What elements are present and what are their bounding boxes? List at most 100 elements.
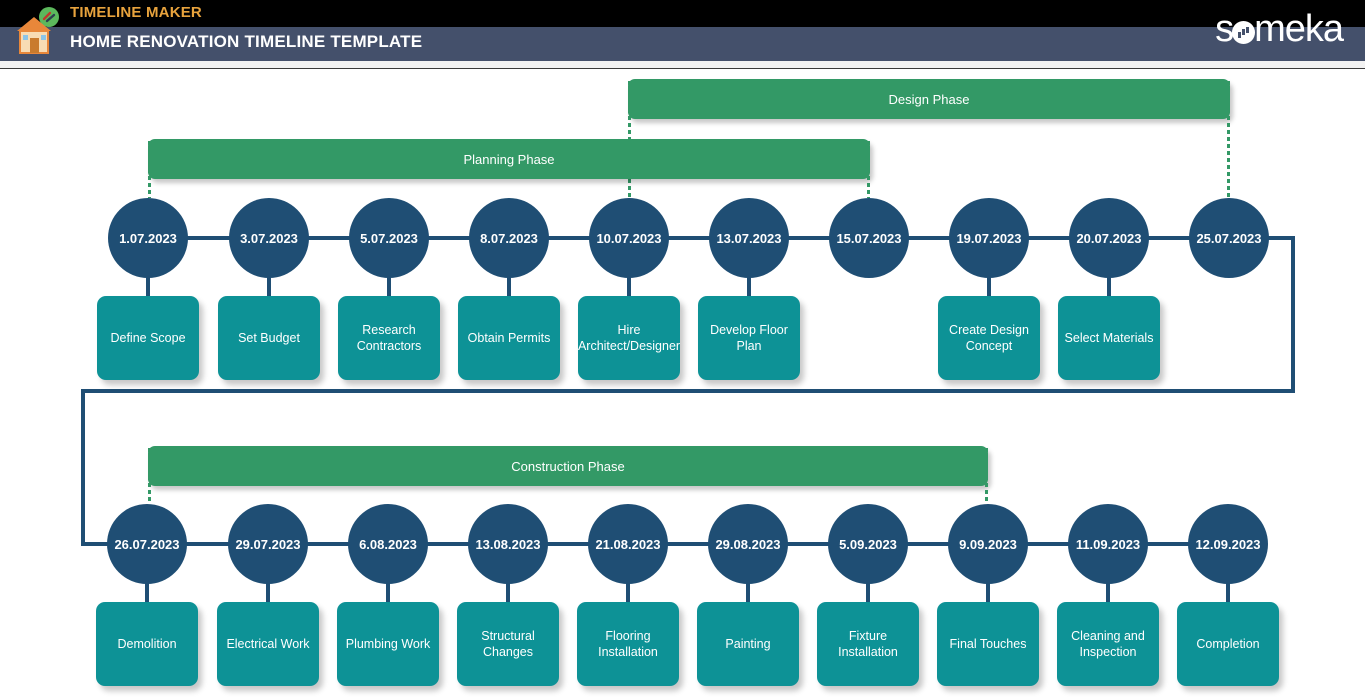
node-task-connector [145,578,149,606]
milestone-node[interactable]: 29.07.2023 [228,504,308,584]
page-title: HOME RENOVATION TIMELINE TEMPLATE [70,32,423,51]
node-task-connector [267,272,271,300]
milestone-node[interactable]: 21.08.2023 [588,504,668,584]
milestone-node[interactable]: 19.07.2023 [949,198,1029,278]
task-box[interactable]: Create Design Concept [938,296,1040,380]
phase-bar-planning[interactable]: Planning Phase [148,139,870,179]
task-label: Cleaning and Inspection [1071,629,1145,659]
task-label: Painting [725,637,771,651]
milestone-node[interactable]: 15.07.2023 [829,198,909,278]
task-box[interactable]: Structural Changes [457,602,559,686]
phase-bar-label: Planning Phase [463,151,555,167]
milestone-date: 29.07.2023 [235,536,301,552]
milestone-node[interactable]: 20.07.2023 [1069,198,1149,278]
title-bar [0,27,1365,61]
milestone-node[interactable]: 13.08.2023 [468,504,548,584]
milestone-node[interactable]: 12.09.2023 [1188,504,1268,584]
milestone-date: 21.08.2023 [595,536,661,552]
someka-logo-dot-icon [1232,21,1256,44]
milestone-date: 3.07.2023 [240,230,298,246]
milestone-date: 20.07.2023 [1076,230,1142,246]
node-task-connector [507,272,511,300]
brand-line: TIMELINE MAKER [70,4,202,21]
task-box[interactable]: Plumbing Work [337,602,439,686]
task-label: Research Contractors [356,323,422,353]
milestone-date: 1.07.2023 [119,230,177,246]
milestone-date: 10.07.2023 [596,230,662,246]
task-label: Develop Floor Plan [710,323,788,353]
node-task-connector [266,578,270,606]
phase-bar-construction[interactable]: Construction Phase [148,446,988,486]
task-box[interactable]: Research Contractors [338,296,440,380]
task-label: Obtain Permits [467,331,551,345]
task-box[interactable]: Final Touches [937,602,1039,686]
milestone-date: 12.09.2023 [1195,536,1261,552]
node-task-connector [386,578,390,606]
milestone-date: 8.07.2023 [480,230,538,246]
node-task-connector [1106,578,1110,606]
milestone-node[interactable]: 13.07.2023 [709,198,789,278]
milestone-node[interactable]: 9.09.2023 [948,504,1028,584]
milestone-node[interactable]: 10.07.2023 [589,198,669,278]
task-box[interactable]: Painting [697,602,799,686]
node-task-connector [627,272,631,300]
phase-bar-label: Construction Phase [511,458,625,474]
task-box[interactable]: Electrical Work [217,602,319,686]
task-label: Final Touches [949,637,1027,651]
header-divider-strip [0,61,1365,69]
milestone-date: 5.09.2023 [839,536,897,552]
task-box[interactable]: Define Scope [97,296,199,380]
house-tools-logo-icon [17,7,59,54]
task-label: Electrical Work [226,637,310,651]
milestone-node[interactable]: 25.07.2023 [1189,198,1269,278]
task-box[interactable]: Develop Floor Plan [698,296,800,380]
milestone-date: 29.08.2023 [715,536,781,552]
milestone-node[interactable]: 1.07.2023 [108,198,188,278]
milestone-node[interactable]: 26.07.2023 [107,504,187,584]
node-task-connector [987,272,991,300]
milestone-node[interactable]: 5.07.2023 [349,198,429,278]
task-label: Completion [1196,637,1260,651]
task-label: Flooring Installation [598,629,658,659]
milestone-node[interactable]: 6.08.2023 [348,504,428,584]
milestone-node[interactable]: 29.08.2023 [708,504,788,584]
milestone-node[interactable]: 3.07.2023 [229,198,309,278]
milestone-node[interactable]: 11.09.2023 [1068,504,1148,584]
phase-bracket-left [148,448,151,504]
task-box[interactable]: Select Materials [1058,296,1160,380]
phase-bar-design[interactable]: Design Phase [628,79,1230,119]
phase-bracket-right [1227,81,1230,198]
task-box[interactable]: Hire Architect/Designer [578,296,680,380]
task-box[interactable]: Obtain Permits [458,296,560,380]
top-black-bar [0,0,1365,27]
task-box[interactable]: Flooring Installation [577,602,679,686]
node-task-connector [506,578,510,606]
node-task-connector [1107,272,1111,300]
task-box[interactable]: Completion [1177,602,1279,686]
task-box[interactable]: Demolition [96,602,198,686]
task-label: Demolition [117,637,177,651]
milestone-date: 26.07.2023 [114,536,180,552]
phase-bracket-left [148,141,151,198]
node-task-connector [387,272,391,300]
task-label: Fixture Installation [838,629,898,659]
task-box[interactable]: Fixture Installation [817,602,919,686]
task-box[interactable]: Set Budget [218,296,320,380]
phase-bracket-right [985,448,988,504]
timeline-spine [147,542,1228,546]
milestone-node[interactable]: 8.07.2023 [469,198,549,278]
milestone-date: 9.09.2023 [959,536,1017,552]
milestone-node[interactable]: 5.09.2023 [828,504,908,584]
task-box[interactable]: Cleaning and Inspection [1057,602,1159,686]
row-wrap-left-segment [81,389,85,544]
milestone-date: 19.07.2023 [956,230,1022,246]
node-task-connector [866,578,870,606]
node-task-connector [747,272,751,300]
task-label: Set Budget [238,331,300,345]
milestone-date: 13.07.2023 [716,230,782,246]
task-label: Define Scope [110,331,186,345]
milestone-date: 5.07.2023 [360,230,418,246]
